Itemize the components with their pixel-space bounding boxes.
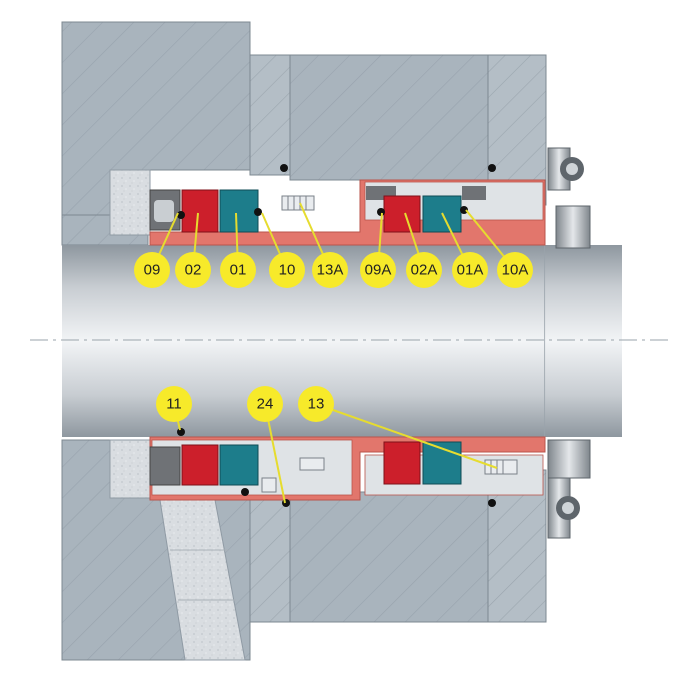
callout-label-01a: 01A	[457, 262, 484, 279]
plug-top	[547, 147, 591, 249]
callout-label-24: 24	[257, 396, 274, 413]
callout-label-02a: 02A	[411, 262, 438, 279]
inboard-seal-bottom	[149, 428, 290, 507]
callout-label-09: 09	[144, 262, 161, 279]
callout-label-09a: 09A	[365, 262, 392, 279]
callout-label-01: 01	[230, 262, 247, 279]
spring-13a	[281, 195, 315, 211]
callout-13a: 13A	[312, 252, 348, 288]
callout-10: 10	[269, 252, 305, 288]
gland-packing-bottom	[109, 439, 151, 499]
callout-09: 09	[134, 252, 170, 288]
outboard-seal-top	[366, 164, 496, 233]
callout-10a: 10A	[497, 252, 533, 288]
callout-24: 24	[247, 386, 283, 422]
callout-02a: 02A	[406, 252, 442, 288]
callout-01a: 01A	[452, 252, 488, 288]
inboard-seal-top	[149, 164, 288, 233]
callout-label-11: 11	[166, 396, 182, 413]
shaft-end	[545, 245, 622, 437]
callout-02: 02	[175, 252, 211, 288]
gland-packing-top	[109, 169, 151, 236]
callout-label-10a: 10A	[502, 262, 529, 279]
callout-09a: 09A	[360, 252, 396, 288]
plug-bottom	[547, 439, 591, 539]
callout-label-02: 02	[185, 262, 202, 279]
callout-label-10: 10	[279, 262, 296, 279]
callout-label-13a: 13A	[317, 262, 344, 279]
callout-11: 11	[156, 386, 192, 422]
callout-13: 13	[298, 386, 334, 422]
outboard-seal-bottom	[299, 441, 518, 507]
callout-01: 01	[220, 252, 256, 288]
callout-label-13: 13	[308, 396, 325, 413]
